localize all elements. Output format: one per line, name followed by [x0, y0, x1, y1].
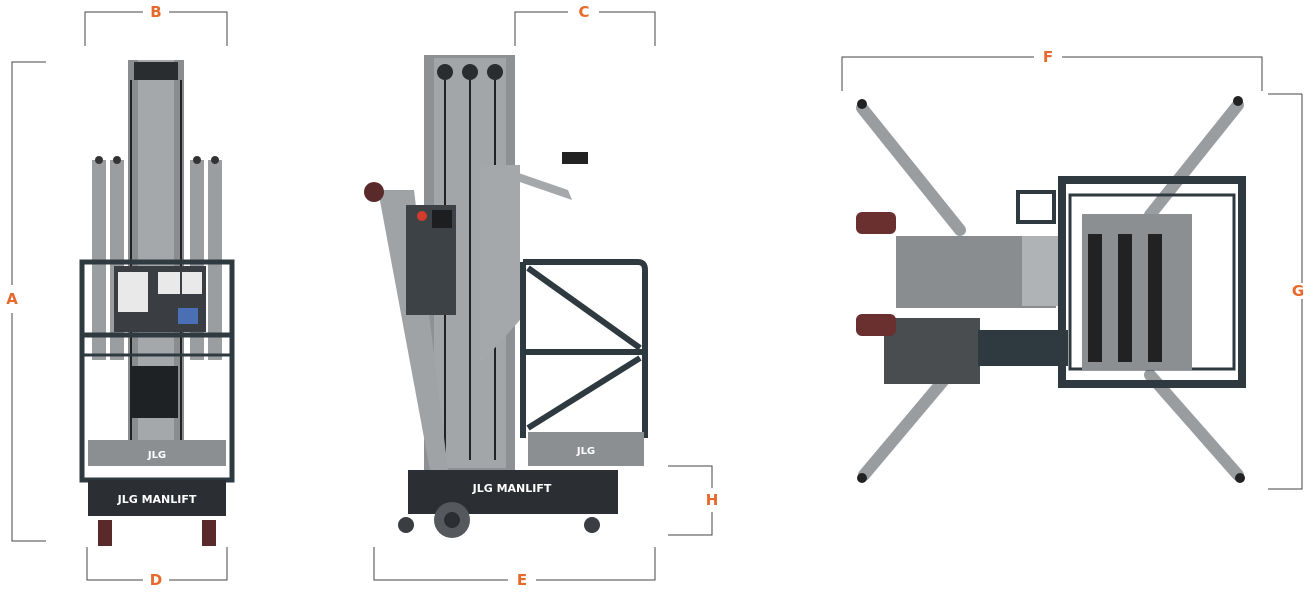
- dimension-brackets: [11, 11, 1303, 581]
- bracket-b: [84, 11, 228, 46]
- front-view: JLG JLG MANLIFT: [79, 60, 235, 546]
- bracket-g: [1268, 93, 1303, 490]
- bracket-e: [373, 547, 656, 581]
- front-floor-logo: JLG: [147, 450, 166, 461]
- dimension-label-h: H: [701, 492, 723, 508]
- front-caster-right: [202, 520, 216, 546]
- front-base: [88, 480, 226, 516]
- bracket-f: [841, 56, 1263, 91]
- front-platform-floor: [88, 440, 226, 466]
- top-view: [856, 96, 1246, 483]
- front-power-unit: [132, 366, 178, 418]
- dimension-label-f: F: [1038, 49, 1058, 65]
- bracket-h: [668, 465, 713, 536]
- side-floor-logo: JLG: [576, 446, 595, 457]
- top-platform-rails: [1058, 176, 1246, 388]
- side-view: JLG JLG MANLIFT: [364, 55, 648, 538]
- front-caster-left: [98, 520, 112, 546]
- dimension-label-d: D: [145, 572, 167, 588]
- front-base-logo: JLG MANLIFT: [117, 493, 197, 506]
- dimension-label-a: A: [2, 291, 22, 307]
- bracket-c: [514, 11, 656, 46]
- dimension-label-b: B: [146, 4, 166, 20]
- dimension-label-g: G: [1287, 283, 1305, 299]
- side-base-logo: JLG MANLIFT: [472, 482, 552, 495]
- side-caster-rear: [584, 517, 600, 533]
- bracket-a: [11, 61, 46, 542]
- side-caster-front: [398, 517, 414, 533]
- side-platform-rails: [520, 259, 648, 438]
- top-wheel-lower: [856, 314, 896, 336]
- dimension-label-c: C: [574, 4, 594, 20]
- top-power-unit: [884, 318, 980, 384]
- bracket-d: [86, 547, 228, 581]
- side-handle: [510, 170, 572, 200]
- top-wheel-upper: [856, 212, 896, 234]
- dimension-label-e: E: [512, 572, 532, 588]
- side-platform-floor: [528, 432, 644, 466]
- side-outrigger: [378, 190, 448, 470]
